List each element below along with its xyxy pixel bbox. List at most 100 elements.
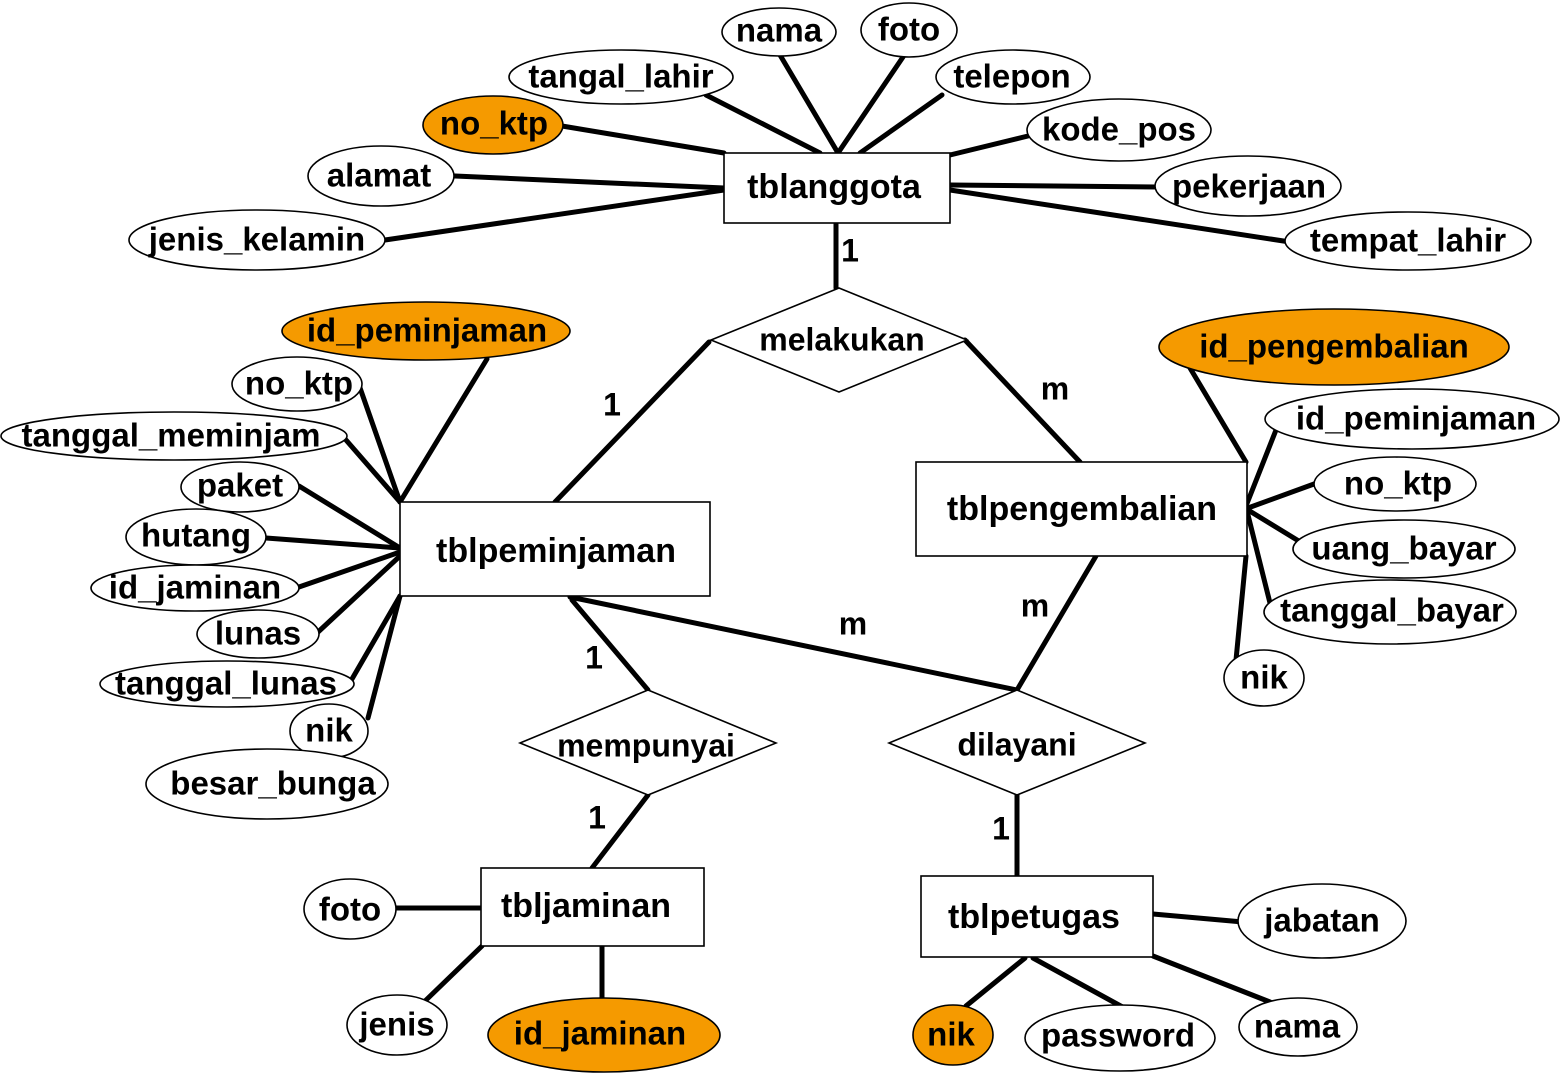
attribute-anggota-tempat-lahir[interactable]: tempat_lahir [1284,211,1532,271]
attribute-ellipse [422,95,564,155]
line-peminjaman-no-ktp [356,382,403,505]
entity-box [480,867,705,947]
attribute-peminjaman-hutang[interactable]: hutang [125,508,267,566]
line-peminjaman-dilayani [567,594,1020,693]
attribute-anggota-tangal-lahir[interactable]: tangal_lahir [508,49,734,105]
attribute-label: besar_bunga [170,765,376,802]
attribute-jaminan-id-jaminan-key[interactable]: id_jaminan [487,997,721,1073]
attribute-ellipse [1313,456,1477,512]
attribute-label: lunas [215,615,301,652]
line-anggota-no-ktp [559,123,727,156]
attribute-ellipse [180,461,300,513]
line-pengembalian-id-peminjaman [1243,427,1279,509]
attribute-peminjaman-id-peminjaman-key[interactable]: id_peminjaman [281,301,571,361]
attribute-peminjaman-paket[interactable]: paket [180,461,300,513]
attribute-peminjaman-lunas[interactable]: lunas [196,609,320,659]
attribute-anggota-nama[interactable]: nama [721,7,837,57]
attribute-label: tanggal_bayar [1280,592,1504,629]
relationship-label: dilayani [957,726,1076,762]
line-pengembalian-dilayani [1014,553,1099,693]
attribute-peminjaman-no-ktp[interactable]: no_ktp [231,356,363,412]
line-jaminan-jenis [421,943,485,1005]
line-peminjaman-id-jaminan [296,549,403,590]
cardinality-peminjaman-mempunyai: 1 [585,639,603,675]
entity-tblanggota[interactable]: tblanggota [723,152,951,224]
attribute-anggota-telepon[interactable]: telepon [935,49,1091,105]
attribute-ellipse [128,209,386,271]
line-peminjaman-tanggal-meminjam [343,437,403,505]
line-pengembalian-nik [1233,553,1249,663]
relationship-mempunyai[interactable]: mempunyai [517,689,779,796]
entity-tblpetugas[interactable]: tblpetugas [920,875,1154,958]
attribute-label: nik [1240,659,1288,696]
attribute-ellipse [1223,649,1305,707]
attribute-anggota-foto[interactable]: foto [860,2,958,58]
line-peminjaman-id-peminjaman [397,356,490,505]
attribute-petugas-password[interactable]: password [1024,1004,1216,1072]
line-peminjaman-hutang [263,535,403,551]
attribute-label: uang_bayar [1311,530,1496,567]
attribute-ellipse [90,564,300,612]
attribute-ellipse [307,145,455,207]
attribute-ellipse [1237,883,1407,959]
attribute-anggota-kode-pos[interactable]: kode_pos [1026,98,1212,162]
attribute-label: tangal_lahir [528,58,713,95]
cardinality-pengembalian-melakukan: m [1041,370,1069,406]
attribute-label: telepon [953,58,1070,95]
entity-tbljaminan[interactable]: tbljaminan [480,867,705,947]
cardinality-labels: 1 1 m m m 1 1 1 [585,232,1069,846]
attribute-ellipse [508,49,734,105]
attribute-jaminan-jenis[interactable]: jenis [346,994,448,1056]
attribute-ellipse [912,1004,994,1066]
line-petugas-jabatan [1150,911,1246,925]
attribute-ellipse [935,49,1091,105]
attribute-ellipse [145,748,389,820]
attribute-jaminan-foto[interactable]: foto [303,878,397,940]
attribute-pengembalian-no-ktp[interactable]: no_ktp [1313,456,1477,512]
attribute-anggota-no-ktp-key[interactable]: no_ktp [422,95,564,155]
attribute-pengembalian-tanggal-bayar[interactable]: tanggal_bayar [1263,579,1517,645]
attribute-label: id_pengembalian [1199,328,1469,365]
attribute-anggota-pekerjaan[interactable]: pekerjaan [1154,155,1342,217]
line-peminjaman-paket [296,483,403,551]
entity-tblpengembalian[interactable]: tblpengembalian [915,461,1248,557]
relationship-label: melakukan [759,321,924,357]
relationship-melakukan[interactable]: melakukan [708,287,970,393]
attribute-anggota-alamat[interactable]: alamat [307,145,455,207]
attribute-label: id_jaminan [109,569,281,606]
attribute-pengembalian-id-peminjaman[interactable]: id_peminjaman [1264,388,1560,450]
attribute-petugas-jabatan[interactable]: jabatan [1237,883,1407,959]
cardinality-peminjaman-dilayani: m [839,605,867,641]
attribute-anggota-jenis-kelamin[interactable]: jenis_kelamin [128,209,386,271]
attribute-pengembalian-uang-bayar[interactable]: uang_bayar [1292,519,1516,579]
attribute-peminjaman-nik[interactable]: nik [289,703,369,759]
attribute-ellipse [1158,308,1510,386]
attribute-ellipse [1263,579,1517,645]
attribute-label: jabatan [1263,902,1380,939]
attribute-peminjaman-tanggal-lunas[interactable]: tanggal_lunas [99,660,355,708]
attribute-ellipse [860,2,958,58]
line-anggota-telepon [857,92,945,156]
attribute-label: nik [305,712,353,749]
attribute-ellipse [1264,388,1560,450]
attribute-pengembalian-id-pengembalian-key[interactable]: id_pengembalian [1158,308,1510,386]
entity-tblpeminjaman[interactable]: tblpeminjaman [399,501,711,597]
line-melakukan-peminjaman [552,339,712,505]
attribute-peminjaman-tanggal-meminjam[interactable]: tanggal_meminjam [0,411,348,461]
cardinality-anggota-melakukan: 1 [841,232,859,268]
line-petugas-password [1030,955,1131,1013]
attribute-ellipse [303,878,397,940]
attribute-petugas-nama[interactable]: nama [1238,997,1358,1057]
line-peminjaman-tanggal-lunas [349,593,403,682]
attribute-label: pekerjaan [1172,168,1326,205]
cardinality-petugas-dilayani: 1 [992,810,1010,846]
entity-label: tblpengembalian [947,490,1217,528]
attribute-petugas-nik-key[interactable]: nik [912,1004,994,1066]
relationship-dilayani[interactable]: dilayani [886,689,1148,796]
attribute-label: foto [319,891,381,928]
attribute-peminjaman-id-jaminan[interactable]: id_jaminan [90,564,300,612]
attribute-peminjaman-besar-bunga[interactable]: besar_bunga [145,748,389,820]
line-petugas-nik [963,955,1028,1009]
attribute-pengembalian-nik[interactable]: nik [1223,649,1305,707]
attribute-ellipse [1284,211,1532,271]
